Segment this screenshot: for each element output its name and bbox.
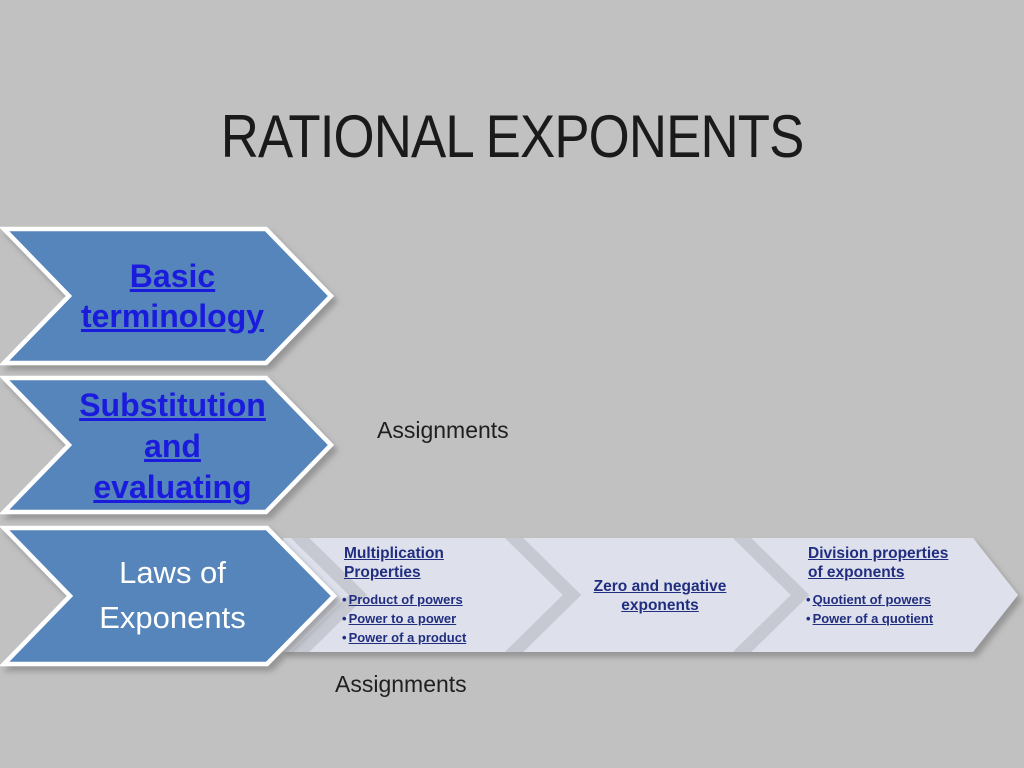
link-substitution-line1[interactable]: Substitution (79, 387, 266, 423)
link-substitution-line2[interactable]: and (144, 428, 201, 464)
link-basic-terminology-line1[interactable]: Basic (129, 258, 216, 294)
link-product-of-powers[interactable]: Product of powers (342, 590, 466, 609)
band-separator-2 (505, 538, 582, 652)
arrow-basic-terminology-shape[interactable] (0, 226, 335, 366)
link-basic-terminology-line2[interactable]: terminology (80, 298, 265, 334)
multiplication-bullet-list: Product of powers Power to a power Power… (342, 590, 467, 647)
label-laws-line1: Laws of (119, 555, 226, 590)
arrow-laws-of-exponents-shape (0, 525, 338, 667)
link-power-to-a-power[interactable]: Power to a power (342, 609, 466, 628)
link-basic-terminology[interactable]: Basic terminology (60, 256, 285, 336)
link-quotient-of-powers[interactable]: Quotient of powers (806, 590, 933, 609)
link-power-of-a-product[interactable]: Power of a product (342, 628, 467, 647)
assignments-lower-label: Assignments (335, 671, 467, 697)
link-multiplication-properties[interactable]: Multiplication Properties (344, 545, 444, 581)
division-bullet-list: Quotient of powers Power of a quotient (806, 590, 934, 628)
label-laws-line2: Exponents (99, 600, 246, 635)
arrow-substitution-shape[interactable] (0, 375, 335, 515)
band-separator-3 (733, 538, 810, 652)
link-division-properties[interactable]: Division properties of exponents (808, 545, 949, 581)
page-title: RATIONAL EXPONENTS (220, 103, 805, 170)
link-substitution-evaluating[interactable]: Substitution and evaluating (55, 385, 290, 508)
assignments-upper-label: Assignments (377, 417, 509, 443)
label-laws-of-exponents: Laws of Exponents (55, 550, 290, 640)
link-power-of-a-quotient[interactable]: Power of a quotient (806, 609, 934, 628)
link-zero-negative-exponents[interactable]: Zero and negative exponents (593, 578, 727, 614)
link-substitution-line3[interactable]: evaluating (93, 469, 252, 505)
